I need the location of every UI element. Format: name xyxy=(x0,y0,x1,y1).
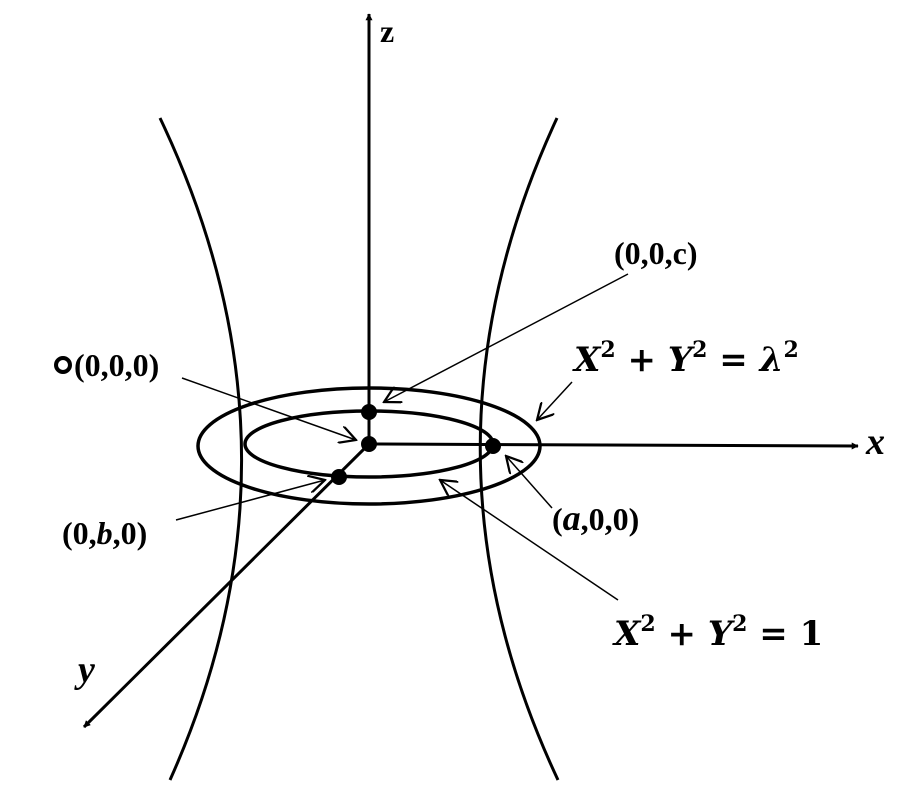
pointer-outer-ellipse xyxy=(537,381,573,420)
equation-outer: X2 + Y2 = λ2 xyxy=(572,337,799,380)
label-top-point: (0,0,c) xyxy=(614,235,698,271)
point-y xyxy=(331,469,347,485)
hyperboloid-right-curve xyxy=(478,117,560,781)
label-origin: (0,0,0) xyxy=(74,347,159,383)
label-x-point: (a,0,0) xyxy=(552,498,639,538)
label-y-point: (0,b,0) xyxy=(62,515,147,551)
equation-inner: X2 + Y2 = 1 xyxy=(612,611,823,654)
pointer-origin xyxy=(181,377,356,440)
point-origin xyxy=(361,436,377,452)
point-x xyxy=(485,438,501,454)
y-axis-label: y xyxy=(74,649,95,691)
pointer-top xyxy=(384,273,629,402)
x-axis xyxy=(368,442,859,450)
point-top xyxy=(361,404,377,420)
x-axis-label: x xyxy=(865,421,885,463)
y-axis xyxy=(82,442,371,729)
origin-marker xyxy=(54,356,72,374)
pointer-x-point xyxy=(506,456,553,509)
hyperboloid-left-curve xyxy=(158,117,244,781)
z-axis-label: z xyxy=(380,13,394,49)
pointer-inner-ellipse xyxy=(440,480,619,601)
pointer-y-point xyxy=(175,480,325,521)
